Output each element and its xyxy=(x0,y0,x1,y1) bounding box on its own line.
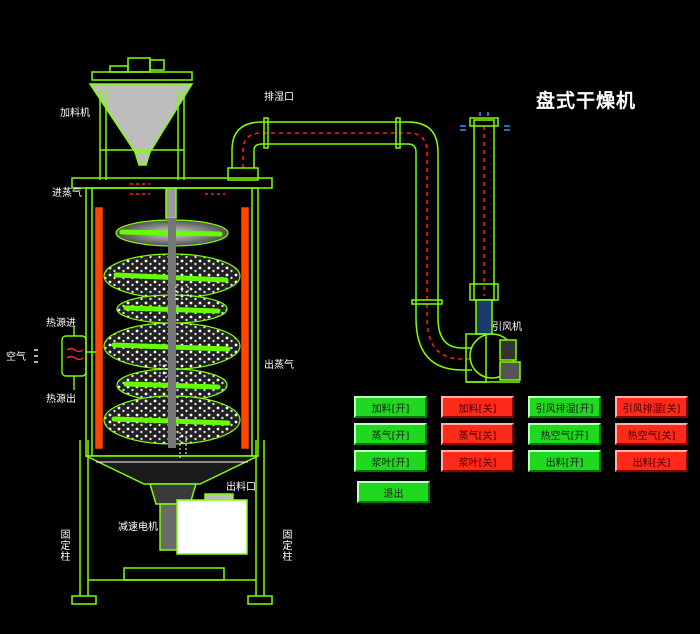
hot-air-off-button[interactable]: 热空气[关] xyxy=(615,423,688,445)
discharge-port-label: 出料口 xyxy=(226,482,256,493)
discharge-off-button[interactable]: 出料[关] xyxy=(615,450,688,472)
heat-exchanger xyxy=(34,326,96,390)
page-title: 盘式干燥机 xyxy=(536,90,637,112)
fixed-column-right-label: 固定柱 xyxy=(282,530,293,563)
drying-trays xyxy=(103,218,241,458)
air-label: 空气 xyxy=(6,352,26,363)
hopper-label: 加料机 xyxy=(60,108,90,119)
steam-on-button[interactable]: 蒸气[开] xyxy=(354,423,427,445)
exhaust-duct xyxy=(227,117,472,371)
exhaust-port-label: 排湿口 xyxy=(264,92,294,103)
heat-source-in-label: 热源进 xyxy=(46,318,76,329)
paddle-off-button[interactable]: 浆叶[关] xyxy=(441,450,514,472)
fan-label: 引风机 xyxy=(492,322,522,333)
feed-hopper xyxy=(88,57,194,180)
induced-draft-fan xyxy=(460,112,521,383)
heat-source-out-label: 热源出 xyxy=(46,394,76,405)
discharge-on-button[interactable]: 出料[开] xyxy=(528,450,601,472)
feed-off-button[interactable]: 加料[关] xyxy=(441,396,514,418)
paddle-on-button[interactable]: 浆叶[开] xyxy=(354,450,427,472)
feed-on-button[interactable]: 加料[开] xyxy=(354,396,427,418)
steam-out-label: 出蒸气 xyxy=(264,360,294,371)
hot-air-on-button[interactable]: 热空气[开] xyxy=(528,423,601,445)
exhaust-fan-off-button[interactable]: 引风排湿[关] xyxy=(615,396,688,418)
exit-button[interactable]: 退出 xyxy=(357,481,430,503)
exhaust-fan-on-button[interactable]: 引风排湿[开] xyxy=(528,396,601,418)
reducer-motor-label: 减速电机 xyxy=(118,522,158,533)
reducer-motor xyxy=(176,499,248,555)
steam-off-button[interactable]: 蒸气[关] xyxy=(441,423,514,445)
fixed-column-left-label: 固定柱 xyxy=(60,530,71,563)
steam-in-label: 进蒸气 xyxy=(52,188,82,199)
